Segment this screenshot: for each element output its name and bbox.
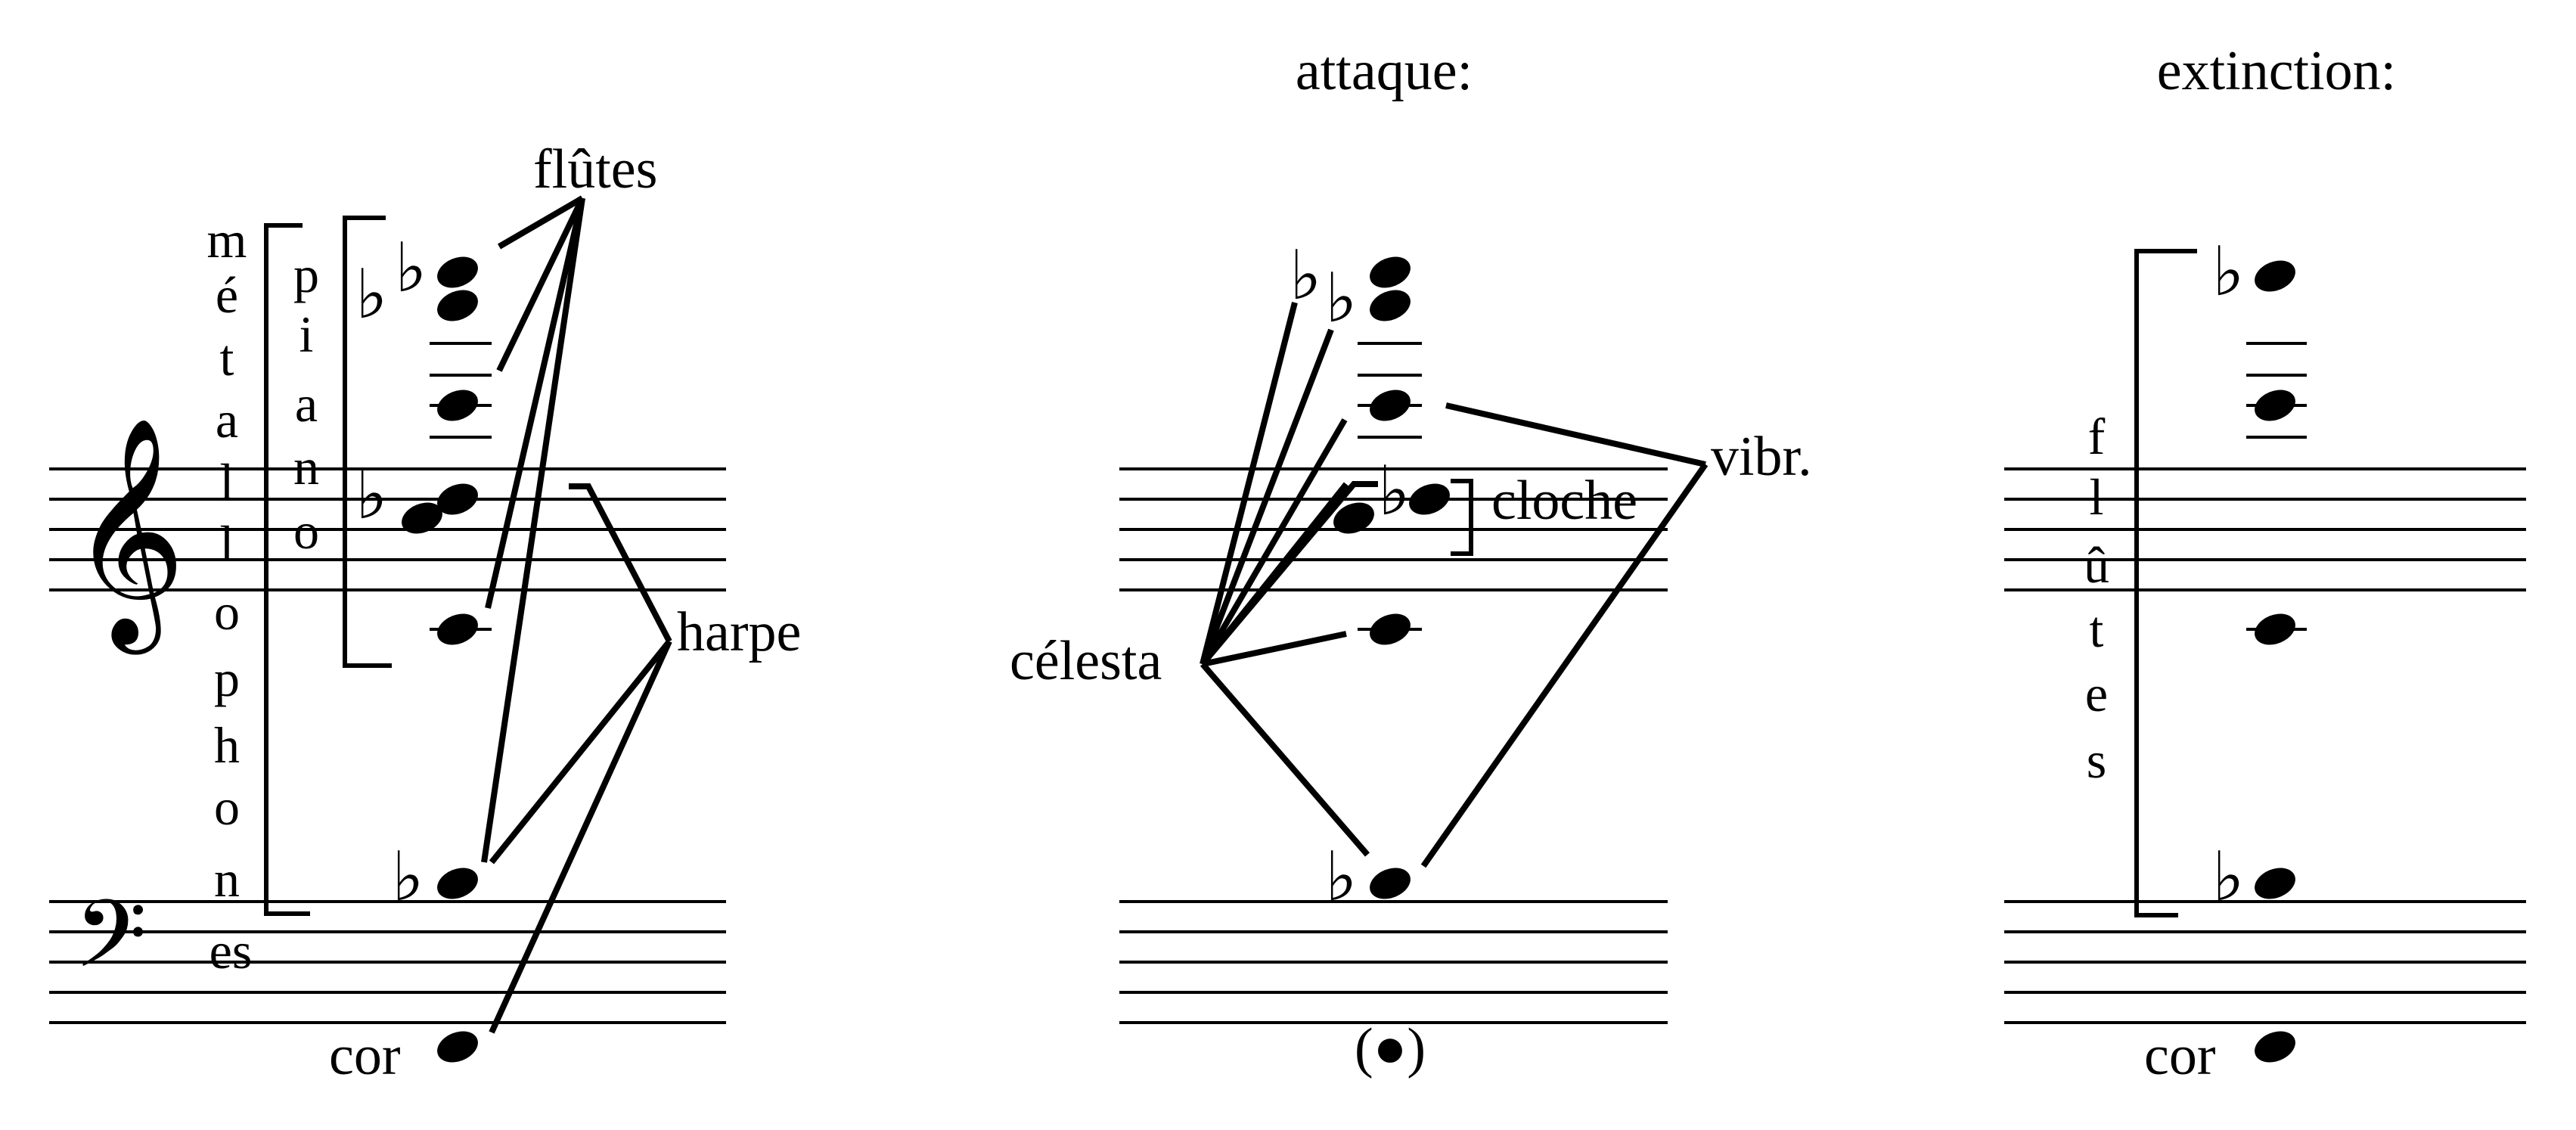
vibr-label: vibr. (1711, 426, 1812, 488)
piano-bracket (343, 216, 392, 668)
parenthesized-note: (●) (1355, 1017, 1426, 1079)
note-head (437, 390, 478, 421)
vertical-letter: l (220, 453, 234, 511)
cor-label: cor (329, 1025, 401, 1087)
harpe-label: harpe (677, 601, 801, 663)
attack-bass-staff (1119, 900, 1668, 1024)
attack-treble-staff (1119, 467, 1668, 591)
left-flats: ♭ ♭ ♭ ♭ (355, 228, 427, 917)
note-head (437, 256, 478, 288)
vertical-letter: a (216, 391, 238, 449)
vertical-letter: e (2085, 665, 2108, 722)
note-head (2255, 1031, 2295, 1063)
vertical-letter: f (2088, 408, 2106, 465)
note-head (1370, 390, 1411, 421)
metallophones-label: m é t a l l o p h o n es (207, 211, 253, 979)
attack-heading: attaque: (1296, 40, 1473, 102)
note-head (1370, 290, 1411, 321)
vertical-letter: o (214, 778, 240, 836)
celesta-connectors (1200, 302, 1378, 857)
vertical-letter: p (293, 246, 319, 303)
piano-label: p i a n o (293, 246, 319, 560)
note-head (1370, 256, 1411, 288)
vertical-letter: p (214, 650, 240, 707)
left-system: 𝄞 𝄢 ♭ ♭ ♭ ♭ (49, 138, 801, 1087)
note-head (2255, 868, 2295, 899)
extinction-notes (2255, 260, 2295, 1063)
note-head (2255, 260, 2295, 292)
attack-notes (1333, 256, 1450, 899)
attack-flats: ♭ ♭ ♭ ♭ (1290, 236, 1410, 917)
left-notes (402, 256, 478, 1063)
note-head (437, 868, 478, 899)
vertical-letter: é (216, 266, 238, 324)
treble-clef-icon: 𝄞 (70, 416, 186, 656)
vertical-letter: l (2090, 468, 2104, 526)
vibr-connectors (1420, 402, 1709, 868)
note-head (1370, 613, 1411, 645)
vertical-letter: h (214, 716, 240, 774)
flat-icon: ♭ (2212, 232, 2244, 312)
note-head (437, 613, 478, 645)
left-treble-staff (49, 467, 726, 591)
note-head (2255, 613, 2295, 645)
vertical-letter: a (295, 375, 318, 433)
vertical-letter: es (209, 922, 253, 979)
vertical-letter: t (2090, 601, 2104, 658)
flat-icon: ♭ (1325, 837, 1357, 917)
cor-label-right: cor (2144, 1025, 2216, 1087)
flat-icon: ♭ (2212, 837, 2244, 917)
extinction-system: extinction: (2004, 40, 2526, 1087)
vertical-letter: o (214, 583, 240, 641)
bass-clef-icon: 𝄢 (74, 880, 147, 1012)
vertical-letter: m (207, 211, 247, 269)
cloche-label: cloche (1491, 470, 1637, 532)
note-head (437, 1031, 478, 1063)
flat-icon: ♭ (392, 837, 424, 917)
extinction-treble-staff (2004, 467, 2526, 591)
vertical-letter: n (214, 850, 240, 908)
note-head (437, 483, 478, 515)
flat-icon: ♭ (1325, 259, 1357, 338)
vertical-letter: i (299, 306, 314, 363)
note-head (437, 290, 478, 321)
note-head (1370, 868, 1411, 899)
note-head (2255, 390, 2295, 421)
extinction-ledger-lines (2246, 342, 2307, 631)
note-head (1409, 483, 1450, 515)
vertical-letter: t (220, 329, 234, 386)
flat-icon: ♭ (1378, 452, 1410, 531)
flutes-label: flûtes (533, 138, 657, 200)
flutes-connectors (481, 195, 585, 863)
left-bass-staff (49, 900, 726, 1024)
flat-icon: ♭ (395, 228, 427, 308)
celesta-label: célesta (1010, 630, 1162, 692)
note-head (1333, 502, 1374, 534)
vertical-letter: s (2087, 731, 2106, 789)
note-head (402, 502, 442, 534)
flutes-vertical-label: f l û t e s (2084, 408, 2109, 789)
flat-icon: ♭ (1290, 236, 1321, 315)
extinction-bass-staff (2004, 900, 2526, 1024)
vertical-letter: n (293, 438, 319, 495)
vertical-letter: û (2084, 536, 2109, 594)
flat-icon: ♭ (355, 455, 387, 535)
harpe-connectors (489, 483, 672, 1034)
attack-system: attaque: (1010, 40, 1812, 1079)
extinction-heading: extinction: (2157, 40, 2397, 102)
metallophones-bracket (264, 223, 310, 916)
extinction-flats: ♭ ♭ (2212, 232, 2244, 917)
vertical-letter: o (293, 502, 319, 560)
flutes-bracket (2134, 249, 2197, 917)
cloche-bracket (1451, 479, 1473, 556)
vertical-letter: l (220, 515, 234, 573)
flat-icon: ♭ (355, 255, 387, 334)
